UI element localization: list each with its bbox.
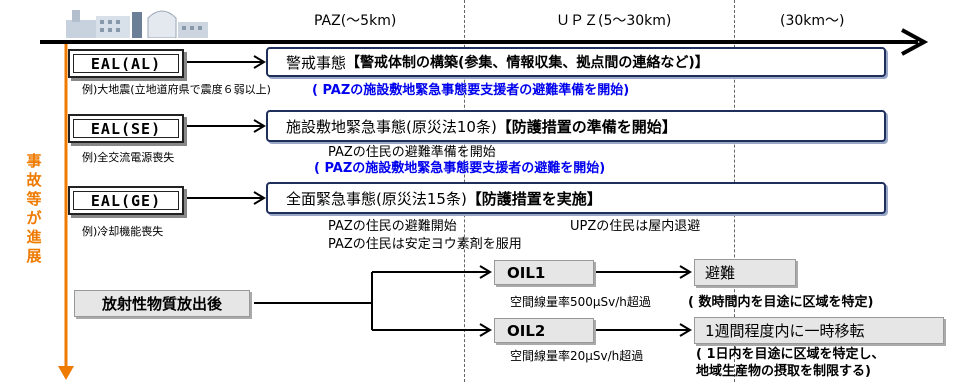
oil2-branch-arrowhead: [479, 323, 492, 337]
upz-shelter-note: UPZの住民は屋内退避: [570, 219, 701, 234]
oil2-action-box: 1週間程度内に一時移転: [694, 317, 944, 344]
eal-al-arrowhead: [253, 55, 266, 69]
paz-evacuation-note: PAZの住民の避難開始: [328, 219, 457, 234]
eal-se-label: EAL(SE): [68, 114, 184, 143]
radioactive-release-box: 放射性物質放出後: [74, 290, 250, 317]
oil1-action-box: 避難: [694, 259, 796, 286]
eal-al-label: EAL(AL): [68, 49, 184, 78]
eal-al-example: 例)大地震(立地道府県で震度６弱以上): [82, 83, 271, 96]
oil2-note-line2: 地域生産物の摂取を制限する): [696, 364, 871, 379]
alert-state-box: 警戒事態 【警戒体制の構築(参集、情報収集、拠点間の連絡など)】: [266, 47, 886, 77]
alert-state-title: 警戒事態: [286, 53, 347, 72]
oil2-action-arrowhead: [679, 323, 692, 337]
eal-se-note: ( PAZの施設敷地緊急事態要支援者の避難を開始): [314, 161, 606, 176]
oil1-action-arrowhead: [679, 265, 692, 279]
eal-se-example: 例)全交流電源喪失: [82, 151, 175, 164]
zone-label-outer: (30km～): [780, 13, 845, 29]
nuclear-plant-illustration: [62, 4, 212, 38]
alert-state-measure: 【警戒体制の構築(参集、情報収集、拠点間の連絡など)】: [346, 55, 709, 71]
progression-axis-label: 事 故 等 が 進 展: [26, 152, 42, 265]
general-emergency-box: 全面緊急事態(原災法15条) 【防護措置を実施】: [266, 182, 886, 214]
eal-ge-example: 例)冷却機能喪失: [82, 225, 164, 238]
zone-label-upz: ＵＰＺ(5～30km): [556, 13, 672, 29]
general-emergency-measure: 【防護措置を実施】: [466, 189, 602, 208]
paz-iodine-note: PAZの住民は安定ヨウ素剤を服用: [328, 237, 522, 252]
eal-ge-label: EAL(GE): [68, 186, 184, 215]
distance-axis-arrowhead: [901, 28, 929, 56]
oil2-box: OIL2: [494, 318, 594, 343]
site-emergency-title: 施設敷地緊急事態(原災法10条): [286, 117, 497, 136]
eal-ge-arrowhead: [253, 191, 266, 205]
zone-label-paz: PAZ(～5km): [314, 13, 397, 29]
oil2-condition: 空間線量率20μSv/h超過: [510, 349, 644, 363]
oil1-condition: 空間線量率500μSv/h超過: [510, 295, 651, 309]
progression-axis-arrowhead: [58, 366, 74, 380]
oil1-branch-arrowhead: [479, 265, 492, 279]
site-emergency-measure: 【防護措置の準備を開始】: [496, 117, 677, 136]
oil1-note: ( 数時間内を目途に区域を特定): [688, 295, 874, 310]
site-emergency-box: 施設敷地緊急事態(原災法10条) 【防護措置の準備を開始】: [266, 110, 886, 142]
general-emergency-title: 全面緊急事態(原災法15条): [286, 189, 467, 208]
oil2-note-line1: ( 1日内を目途に区域を特定し、: [696, 347, 885, 362]
eal-al-note: ( PAZの施設敷地緊急事態要支援者の避難準備を開始): [312, 83, 630, 98]
eal-se-arrowhead: [253, 119, 266, 133]
eal-se-paz-note: PAZの住民の避難準備を開始: [328, 145, 496, 160]
oil1-box: OIL1: [494, 260, 594, 285]
